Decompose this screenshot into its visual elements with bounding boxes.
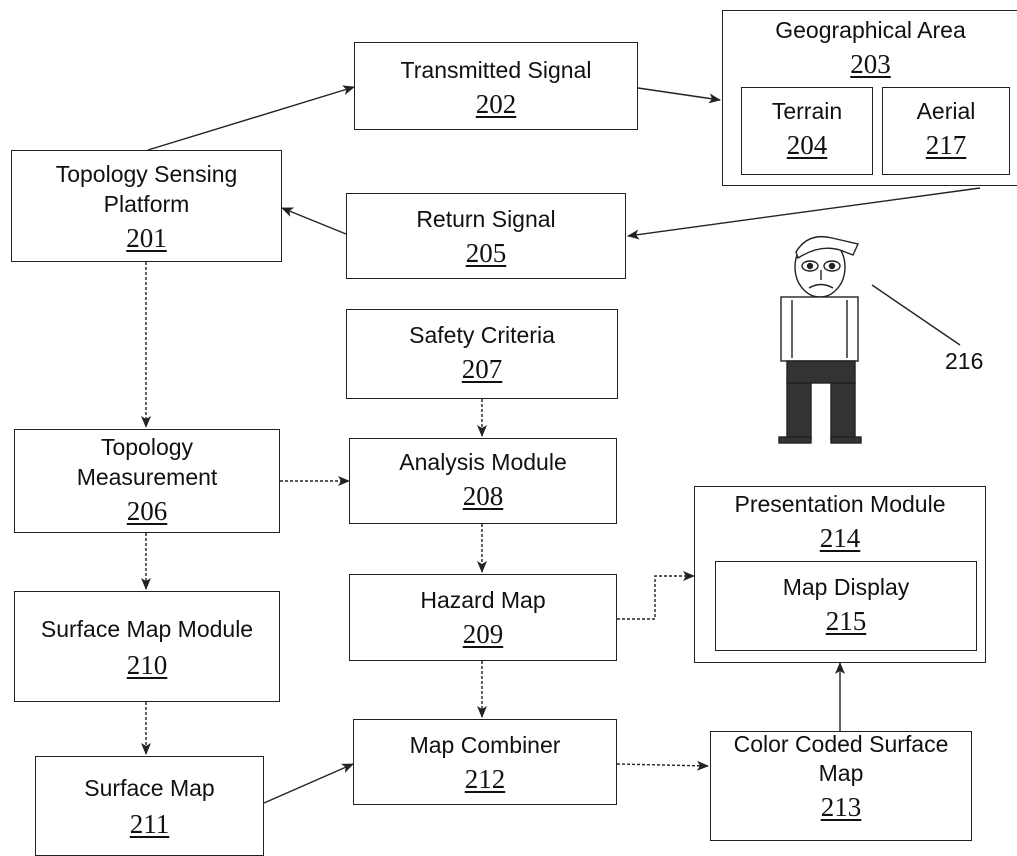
node-number: 204 (786, 130, 828, 160)
node-number: 205 (465, 238, 507, 268)
node-number: 212 (464, 764, 506, 794)
hazard-map-box: Hazard Map 209 (349, 574, 617, 661)
node-label: Map Combiner (409, 732, 561, 758)
edge-211-212 (263, 763, 354, 804)
transmitted-signal-box: Transmitted Signal 202 (354, 42, 638, 130)
node-number: 211 (129, 809, 170, 839)
node-label: Safety Criteria (409, 322, 555, 348)
node-number: 202 (475, 89, 517, 119)
node-label: Measurement (76, 464, 218, 490)
node-label: Return Signal (416, 206, 556, 232)
node-label: Surface Map (84, 775, 215, 801)
node-label: Hazard Map (420, 587, 546, 613)
analysis-module-box: Analysis Module 208 (349, 438, 617, 524)
node-number: 206 (126, 496, 168, 526)
node-label: Topology (100, 434, 194, 460)
surface-map-box: Surface Map 211 (35, 756, 264, 856)
node-label: Platform (103, 191, 190, 217)
map-combiner-box: Map Combiner 212 (353, 719, 617, 805)
topology-sensing-platform-box: Topology Sensing Platform 201 (11, 150, 282, 262)
aerial-box: Aerial 217 (882, 87, 1010, 175)
node-number: 214 (819, 523, 861, 553)
node-label: Map (818, 760, 864, 786)
edge-212-213 (616, 760, 709, 771)
edge-209-214 (617, 571, 695, 620)
safety-criteria-box: Safety Criteria 207 (346, 309, 618, 399)
node-number: 213 (820, 792, 862, 822)
topology-measurement-box: Topology Measurement 206 (14, 429, 280, 533)
leader-216 (871, 284, 961, 346)
terrain-box: Terrain 204 (741, 87, 873, 175)
edge-202-203 (637, 87, 721, 104)
user-figure-number: 216 (945, 348, 984, 374)
edge-203-205 (627, 187, 981, 240)
edge-205-201 (281, 207, 347, 235)
node-number: 208 (462, 481, 504, 511)
color-coded-surface-map-box: Color Coded Surface Map 213 (710, 731, 972, 841)
node-label: Analysis Module (399, 449, 567, 475)
node-label: Presentation Module (734, 491, 946, 517)
edge-201-202 (147, 85, 355, 151)
node-label: Surface Map Module (40, 616, 254, 642)
return-signal-box: Return Signal 205 (346, 193, 626, 279)
person-icon (778, 235, 862, 444)
node-label: Geographical Area (775, 17, 966, 43)
node-label: Aerial (916, 98, 976, 124)
node-label: Topology Sensing (55, 161, 238, 187)
surface-map-module-box: Surface Map Module 210 (14, 591, 280, 702)
geographical-area-box: Geographical Area 203 Terrain 204 Aerial… (722, 10, 1017, 186)
node-number: 217 (925, 130, 967, 160)
node-number: 201 (126, 223, 167, 253)
node-number: 215 (825, 606, 867, 636)
node-label: Map Display (782, 574, 910, 600)
node-label: Transmitted Signal (400, 57, 592, 83)
node-label: Terrain (771, 98, 843, 124)
map-display-box: Map Display 215 (715, 561, 977, 651)
presentation-module-box: Presentation Module 214 Map Display 215 (694, 486, 986, 663)
node-number: 210 (126, 650, 168, 680)
node-number: 203 (850, 49, 891, 79)
node-number: 209 (462, 619, 504, 649)
node-number: 207 (461, 354, 503, 384)
node-label: Color Coded Surface (733, 731, 949, 757)
